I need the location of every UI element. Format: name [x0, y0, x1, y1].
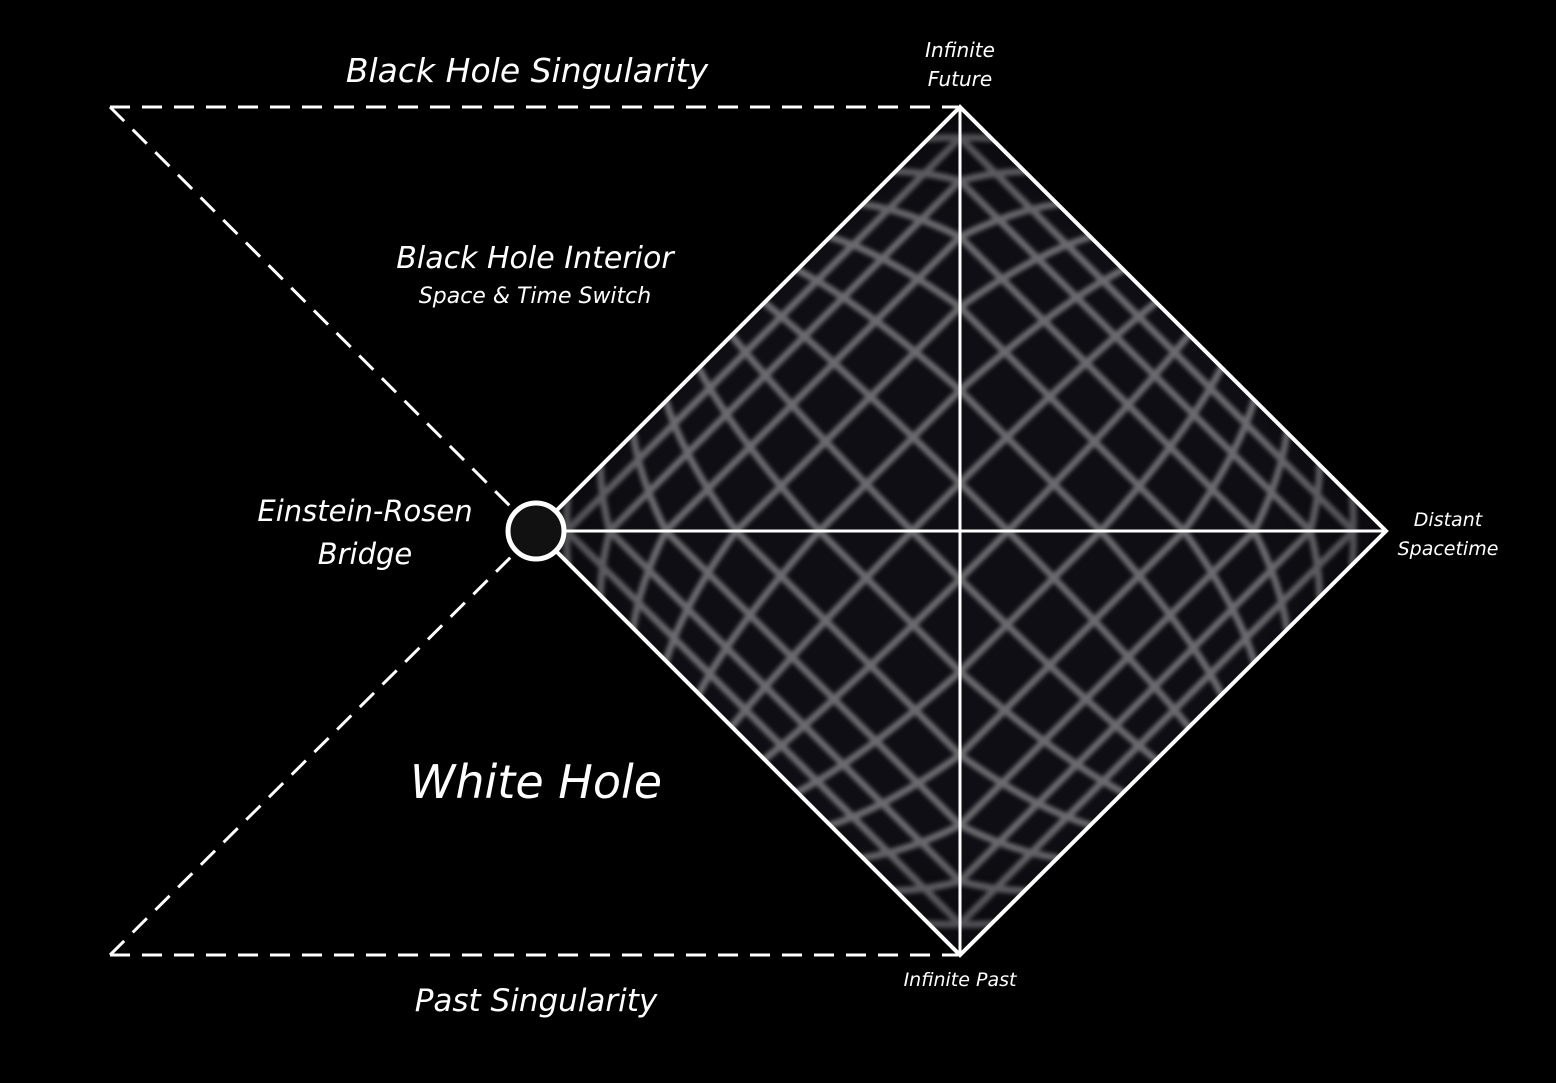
past-horizon-dashed — [108, 546, 522, 957]
label-space-time-switch: Space & Time Switch — [419, 284, 651, 309]
label-einstein-rosen-1: Einstein-Rosen — [257, 494, 472, 528]
label-distant-spacetime-1: Distant — [1414, 509, 1484, 531]
einstein-rosen-bridge-node — [505, 500, 567, 562]
label-infinite-future-1: Infinite — [925, 38, 995, 62]
label-past-singularity: Past Singularity — [415, 983, 658, 1019]
label-white-hole: White Hole — [410, 755, 662, 809]
label-distant-spacetime-2: Spacetime — [1398, 538, 1499, 560]
label-infinite-past: Infinite Past — [904, 969, 1018, 991]
label-infinite-future-2: Future — [928, 67, 992, 91]
label-einstein-rosen-2: Bridge — [318, 537, 413, 571]
label-black-hole-interior: Black Hole Interior — [396, 241, 675, 276]
label-black-hole-singularity: Black Hole Singularity — [346, 51, 709, 90]
future-horizon-dashed — [108, 105, 522, 518]
